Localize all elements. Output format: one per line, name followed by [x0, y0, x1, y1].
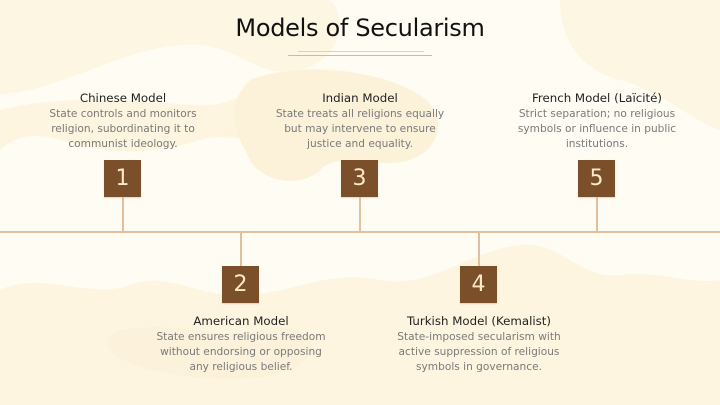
model-description: Strict separation; no religious symbols …	[492, 107, 702, 152]
model-description: State ensures religious freedom without …	[136, 330, 346, 375]
description-line: but may intervene to ensure	[284, 123, 436, 135]
model-title: Turkish Model (Kemalist)	[406, 314, 552, 328]
model-card-chinese: Chinese Model State controls and monitor…	[18, 90, 228, 152]
model-card-turkish: Turkish Model (Kemalist) State-imposed s…	[374, 313, 584, 375]
description-line: communist ideology.	[68, 138, 178, 150]
model-title: American Model	[193, 314, 289, 328]
model-number-box-5: 5	[578, 160, 615, 197]
timeline-stem-4	[478, 232, 480, 266]
timeline-stem-3	[359, 197, 361, 231]
model-number-box-3: 3	[341, 160, 378, 197]
model-number-box-2: 2	[222, 266, 259, 303]
description-line: active suppression of religious	[398, 346, 560, 358]
description-line: religion, subordinating it to	[51, 123, 195, 135]
description-line: without endorsing or opposing	[160, 346, 322, 358]
timeline-stem-2	[240, 232, 242, 266]
title-underline-short	[298, 51, 424, 52]
model-title: Indian Model	[322, 91, 398, 105]
description-line: State ensures religious freedom	[156, 331, 326, 343]
title-underline-long	[288, 55, 432, 56]
timeline-stem-1	[122, 197, 124, 231]
description-line: any religious belief.	[189, 361, 293, 373]
model-card-french: French Model (Laïcité) Strict separation…	[492, 90, 702, 152]
description-line: Strict separation; no religious	[518, 108, 676, 120]
model-card-american: American Model State ensures religious f…	[136, 313, 346, 375]
description-line: State treats all religions equally	[275, 108, 445, 120]
model-title: Chinese Model	[79, 91, 167, 105]
description-line: symbols or influence in public	[517, 123, 677, 135]
model-number-box-4: 4	[460, 266, 497, 303]
description-line: symbols in governance.	[416, 361, 542, 373]
description-line: institutions.	[565, 138, 629, 150]
model-title: French Model (Laïcité)	[531, 91, 663, 105]
model-description: State controls and monitors religion, su…	[18, 107, 228, 152]
model-description: State treats all religions equally but m…	[255, 107, 465, 152]
timeline-stem-5	[596, 197, 598, 231]
description-line: State controls and monitors	[49, 108, 197, 120]
model-card-indian: Indian Model State treats all religions …	[255, 90, 465, 152]
slide-title: Models of Secularism	[235, 14, 485, 42]
description-line: State-imposed secularism with	[397, 331, 561, 343]
model-number-box-1: 1	[104, 160, 141, 197]
description-line: justice and equality.	[307, 138, 413, 150]
timeline-axis	[0, 231, 720, 233]
model-description: State-imposed secularism with active sup…	[374, 330, 584, 375]
